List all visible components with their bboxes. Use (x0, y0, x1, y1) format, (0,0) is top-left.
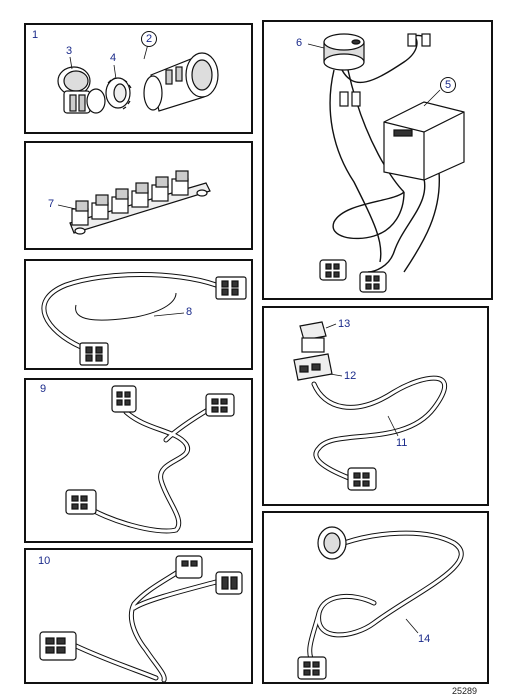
panel-harness-14: 14 (262, 511, 489, 684)
panel-harness-8: 8 (24, 259, 253, 370)
connector-block-drawing (57, 170, 211, 235)
part-label-12: 12 (344, 370, 357, 382)
panel-alarm-unit: 6 5 (262, 20, 493, 300)
y-harness-10-drawing (39, 555, 243, 683)
part-label-6: 6 (296, 37, 303, 49)
panel-y-harness-9: 9 (24, 378, 253, 543)
relay-harness-drawing (293, 321, 448, 491)
part-label-9: 9 (40, 383, 47, 395)
part-label-7: 7 (48, 198, 55, 210)
switch-assembly-drawing (57, 43, 219, 114)
harness-14-drawing (297, 526, 464, 680)
part-label-10: 10 (38, 555, 51, 567)
panel-relay-harness: 13 12 11 (262, 306, 489, 506)
figure-reference: 25289 (451, 686, 477, 696)
part-label-11: 11 (396, 437, 408, 449)
panel-connector-block: 7 (24, 141, 253, 250)
panel-switch-assembly: 1 3 (24, 23, 253, 134)
part-label-8: 8 (186, 306, 193, 318)
y-harness-9-drawing (65, 385, 235, 534)
alarm-unit-drawing (307, 33, 465, 293)
part-label-14: 14 (418, 633, 431, 645)
part-label-1: 1 (32, 29, 39, 41)
part-label-13: 13 (338, 318, 351, 330)
panel-y-harness-10: 10 (24, 548, 253, 684)
part-label-3: 3 (66, 45, 73, 57)
part-label-2: 2 (141, 31, 157, 47)
part-label-5: 5 (440, 77, 456, 93)
harness-8-drawing (41, 272, 247, 366)
part-label-4: 4 (110, 52, 117, 64)
